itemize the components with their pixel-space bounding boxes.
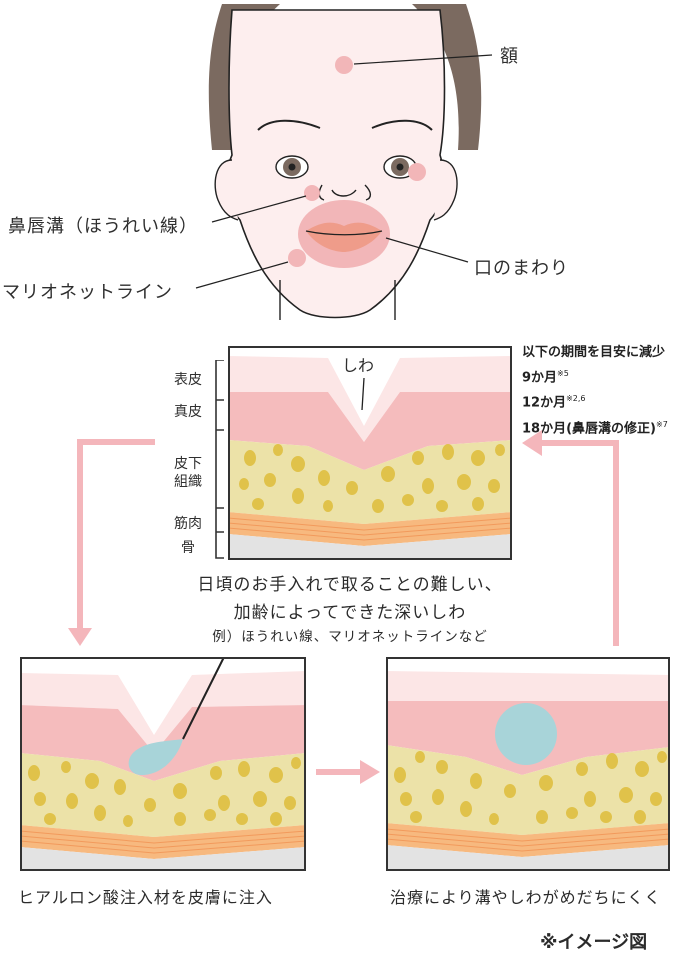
right-panel-caption: 治療により溝やしわがめだちにくく — [390, 888, 662, 907]
face-illustration: 額 鼻唇溝（ほうれい線） 口のまわり マリオネットライン — [0, 0, 688, 320]
duration-item: 12か月※2,6 — [522, 394, 586, 411]
skin-section-before: しわ — [228, 346, 512, 560]
layer-label-subcutaneous-1: 皮下 — [174, 456, 202, 472]
marionette-label: マリオネットライン — [2, 282, 173, 303]
filler-drop — [128, 739, 183, 775]
filler-sphere — [495, 703, 557, 765]
left-panel-caption: ヒアルロン酸注入材を皮膚に注入 — [18, 888, 273, 907]
layer-label-muscle: 筋肉 — [174, 516, 202, 532]
layer-label-dermis: 真皮 — [174, 404, 202, 420]
arrow-down-head — [68, 628, 92, 646]
arrow-right-icon — [360, 760, 380, 784]
arrow-up-left-icon — [540, 440, 619, 646]
duration-item: 9か月※5 — [522, 369, 569, 386]
arrow-down-icon — [77, 439, 155, 630]
wrinkle-label: しわ — [342, 356, 375, 375]
duration-note: 以下の期間を目安に減少 9か月※5 12か月※2,6 18か月(鼻唇溝の修正)※… — [522, 342, 668, 439]
skin-section-injection — [20, 657, 306, 871]
forehead-label: 額 — [500, 46, 519, 67]
image-footnote: ※イメージ図 — [540, 932, 648, 953]
layer-bracket — [215, 360, 224, 559]
skin-section-after — [386, 657, 670, 871]
nasolabial-label: 鼻唇溝（ほうれい線） — [8, 216, 198, 237]
caption-line-2: 加齢によってできた深いしわ — [233, 603, 467, 623]
needle-icon — [182, 657, 225, 740]
caption-line-3: 例）ほうれい線、マリオネットラインなど — [212, 629, 488, 645]
around-mouth-label: 口のまわり — [474, 258, 569, 279]
layer-label-bone: 骨 — [181, 540, 195, 556]
caption-line-1: 日頃のお手入れで取ることの難しい、 — [197, 575, 503, 595]
duration-title: 以下の期間を目安に減少 — [522, 345, 666, 360]
layer-label-subcutaneous-2: 組織 — [174, 474, 202, 490]
layer-label-epidermis: 表皮 — [174, 372, 202, 388]
duration-item: 18か月(鼻唇溝の修正)※7 — [522, 419, 668, 436]
face-drawing — [195, 4, 493, 320]
